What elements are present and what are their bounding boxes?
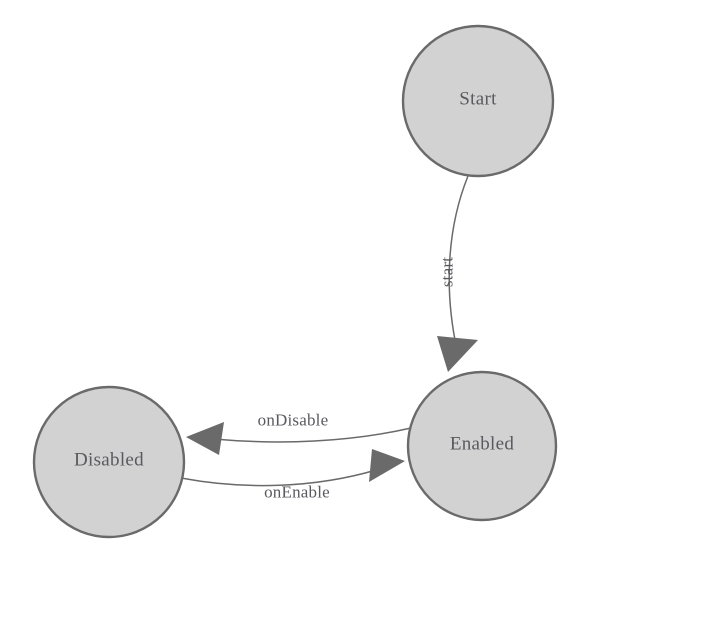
edge-label-start: start xyxy=(438,257,457,287)
node-start[interactable]: Start xyxy=(401,24,555,178)
node-start-label: Start xyxy=(459,89,497,110)
edge-label-on-enable: onEnable xyxy=(264,483,330,502)
edge-start-to-enabled-line xyxy=(448,175,469,351)
edge-disabled-to-enabled: onEnable xyxy=(180,449,405,502)
edge-start-to-enabled: start xyxy=(437,175,478,372)
edge-label-on-disable: onDisable xyxy=(258,411,329,430)
node-start-circle[interactable] xyxy=(401,24,555,178)
edge-disabled-to-enabled-line xyxy=(180,469,377,487)
node-enabled-circle[interactable] xyxy=(406,370,558,522)
node-enabled-label: Enabled xyxy=(450,434,515,455)
node-disabled-circle[interactable] xyxy=(32,385,186,539)
edge-disabled-to-enabled-arrowhead xyxy=(369,449,405,482)
edge-enabled-to-disabled: onDisable xyxy=(186,411,412,455)
node-disabled-label: Disabled xyxy=(74,450,144,471)
edge-enabled-to-disabled-line xyxy=(213,427,412,443)
edge-start-to-enabled-arrowhead xyxy=(437,336,478,372)
node-enabled[interactable]: Enabled xyxy=(406,370,558,522)
node-disabled[interactable]: Disabled xyxy=(32,385,186,539)
edge-enabled-to-disabled-arrowhead xyxy=(186,422,224,455)
